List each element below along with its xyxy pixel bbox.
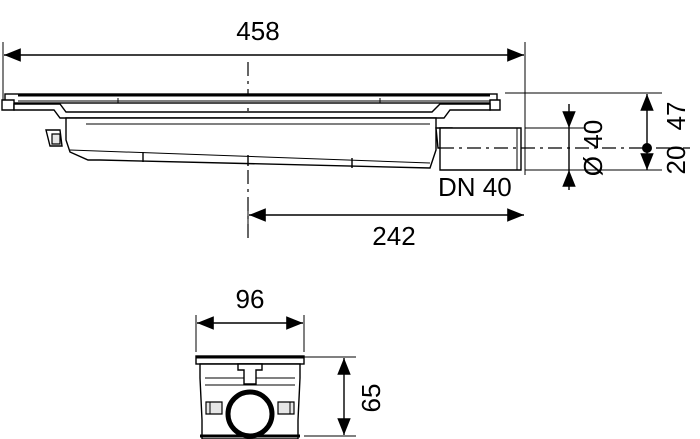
dimension-cross-height: 65 bbox=[356, 384, 386, 413]
frame-tab-left bbox=[1, 99, 15, 111]
cross-outlet-pipe bbox=[225, 389, 275, 439]
dimension-height-upper: 47 bbox=[661, 102, 691, 131]
cross-center-hanger bbox=[237, 363, 263, 385]
channel-slope-line bbox=[69, 149, 431, 164]
cross-clip-right bbox=[277, 401, 295, 415]
dimension-outlet-offset: 242 bbox=[372, 221, 415, 251]
outlet-pipe bbox=[439, 127, 522, 171]
cross-clip-left bbox=[205, 401, 223, 415]
dimension-overall-length: 458 bbox=[236, 16, 279, 46]
side-view: 458 DN 40 bbox=[1, 16, 691, 251]
channel-flange bbox=[13, 103, 491, 119]
dimension-outlet-diameter: Ø 40 bbox=[578, 120, 608, 176]
channel-body bbox=[65, 117, 437, 169]
outlet-label: DN 40 bbox=[438, 172, 512, 202]
frame-tab-right bbox=[489, 99, 501, 111]
center-point bbox=[642, 143, 652, 153]
cross-section-view: 96 65 bbox=[195, 284, 386, 439]
dimension-height-lower: 20 bbox=[661, 146, 691, 175]
dimension-cross-width: 96 bbox=[236, 284, 265, 314]
